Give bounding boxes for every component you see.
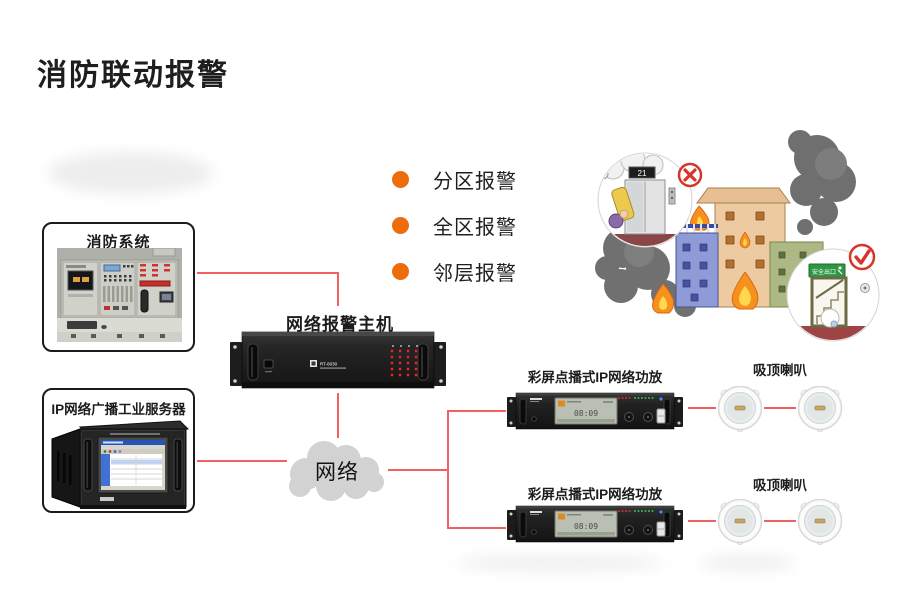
watermark-smudge: [700, 556, 795, 570]
elevator-floor-display: 21: [638, 169, 647, 178]
wire-firebox-to-host: [197, 272, 339, 306]
node-fire-system: 消防系统: [42, 222, 195, 352]
fire-system-label: 消防系统: [86, 234, 151, 251]
speakers2-pair: [717, 499, 843, 545]
industrial-server-photo: [51, 420, 190, 509]
ceiling-speaker: [717, 386, 763, 432]
smoke-cloud-right: [788, 130, 856, 235]
server-label: IP网络广播工业服务器: [51, 402, 186, 417]
speakers1-label: 吸顶喇叭: [753, 363, 807, 378]
fire-scene-illustration: 21 安全出口: [595, 130, 880, 342]
feature-item: 全区报警: [392, 214, 517, 239]
alarm-host-device: RT-8030: [230, 331, 446, 389]
amp-brand-logo: [530, 511, 542, 513]
watermark-smudge: [48, 152, 213, 194]
ceiling-speaker: [717, 499, 763, 545]
amp-brand-logo: [530, 398, 542, 400]
use-stairs-check-icon: [848, 243, 876, 271]
amplifier2-label: 彩屏点播式IP网络功放: [527, 487, 663, 502]
bullet-dot-icon: [392, 216, 409, 234]
feature-list: 分区报警 全区报警 邻层报警: [392, 168, 517, 285]
speakers2-label: 吸顶喇叭: [753, 478, 807, 493]
bullet-dot-icon: [392, 262, 409, 280]
amplifier1-label: 彩屏点播式IP网络功放: [527, 370, 663, 385]
amp-clock: 08:09: [574, 409, 598, 418]
flame-center: [731, 271, 759, 310]
feature-label: 邻层报警: [433, 262, 517, 285]
building-blue: [675, 205, 719, 308]
mic-jack: [531, 529, 537, 535]
amp-handle-left: [519, 511, 527, 538]
alarm-host-label: 网络报警主机: [286, 315, 394, 334]
network-cloud: 网络: [289, 441, 384, 501]
power-led: [659, 510, 663, 514]
fire-control-panel-photo: [57, 248, 182, 342]
node-broadcast-server: IP网络广播工业服务器: [42, 388, 195, 513]
amp-clock: 08:09: [574, 522, 598, 531]
exit-sign-text: 安全出口: [812, 268, 836, 276]
feature-label: 分区报警: [433, 170, 517, 193]
wire-branch-to-amps: [447, 410, 506, 529]
cloud-label: 网络: [315, 461, 359, 484]
model-text: RT-8030: [320, 362, 338, 367]
feature-item: 邻层报警: [392, 260, 517, 285]
watermark-smudge: [455, 556, 665, 570]
zone-led-grid: [390, 349, 418, 377]
power-button: [263, 359, 274, 369]
ceiling-speaker: [797, 386, 843, 432]
bullet-dot-icon: [392, 170, 409, 188]
mic-jack: [531, 416, 537, 422]
stairs-inset: 安全出口: [786, 243, 880, 342]
ceiling-speaker: [797, 499, 843, 545]
amp-lcd-screen: 08:09: [554, 397, 618, 425]
power-led: [659, 397, 663, 401]
amp-lcd-screen: 08:09: [554, 510, 618, 538]
amplifier2-device: 08:09: [507, 505, 683, 543]
person-carrying-mattress: [611, 186, 635, 221]
amp-handle-left: [519, 398, 527, 425]
flame-left: [652, 283, 674, 314]
smoke-cloud-left: [595, 228, 696, 317]
feature-item: 分区报警: [392, 168, 517, 193]
speakers1-pair: [717, 386, 843, 432]
page-title: 消防联动报警: [37, 59, 229, 92]
feature-label: 全区报警: [433, 216, 517, 239]
amplifier1-device: 08:09: [507, 392, 683, 430]
